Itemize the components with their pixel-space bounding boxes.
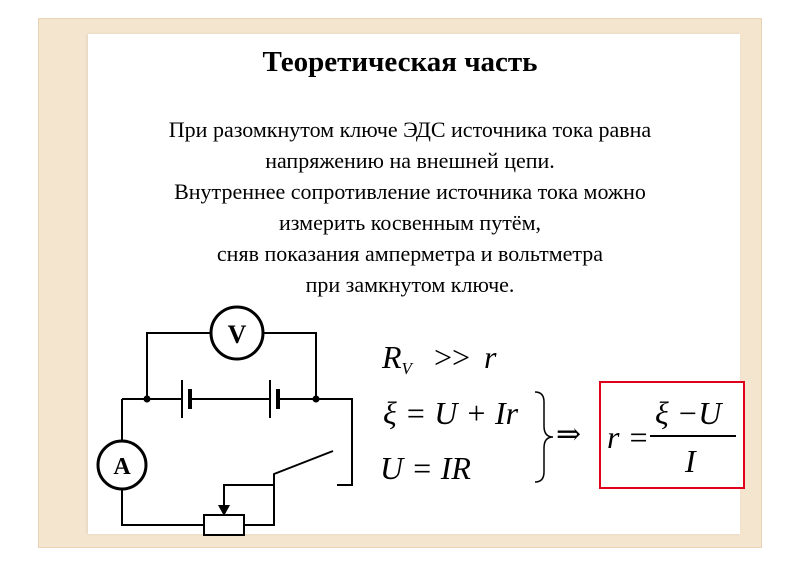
theory-line: сняв показания амперметра и вольтметра	[216, 241, 604, 266]
result-numerator-text: ξ −U	[655, 395, 722, 431]
theory-line: измерить косвенным путём,	[279, 210, 541, 235]
emf-equation: ξ = U + Ir	[383, 397, 518, 429]
voltmeter-circle	[209, 305, 265, 361]
theory-line: при замкнутом ключе.	[305, 272, 515, 297]
left-wire	[121, 399, 204, 526]
emf-symbol: ξ	[383, 395, 397, 431]
system-brace	[534, 391, 554, 483]
condition-operator: >>	[433, 339, 471, 375]
result-lhs: r =	[607, 421, 649, 453]
result-numerator: ξ −U	[655, 397, 721, 429]
rheostat-arrowhead	[218, 505, 230, 516]
junction-dot	[312, 395, 320, 403]
result-lhs-text: r =	[607, 419, 650, 455]
condition-rhs: r	[484, 339, 497, 375]
battery-wire	[122, 398, 353, 486]
theory-line: При разомкнутом ключе ЭДС источника тока…	[168, 117, 652, 142]
condition-lhs: R	[382, 339, 402, 375]
voltage-symbol: U	[380, 450, 404, 486]
theory-line: напряжению на внешней цепи.	[265, 148, 555, 173]
voltage-rhs: = IR	[411, 450, 471, 486]
slide-title: Теоретическая часть	[262, 46, 538, 78]
voltmeter-label: V	[228, 320, 247, 349]
result-formula-box: r = ξ −U I	[599, 381, 745, 489]
fraction-bar	[650, 435, 736, 437]
rheostat-resistor	[203, 514, 245, 536]
theory-text: При разомкнутом ключе ЭДС источника тока…	[90, 114, 730, 300]
result-denominator: I	[685, 445, 696, 477]
emf-rhs: = U + Ir	[404, 395, 519, 431]
result-denominator-text: I	[685, 443, 696, 479]
rheostat-wire	[244, 450, 334, 526]
voltmeter-wire	[146, 332, 317, 399]
condition-subscript: V	[401, 359, 412, 378]
theory-line: Внутреннее сопротивление источника тока …	[174, 179, 646, 204]
junction-dot	[143, 395, 151, 403]
ammeter-label: A	[113, 454, 131, 480]
ammeter-circle	[96, 439, 148, 491]
rheostat-slider-wire	[223, 484, 274, 510]
voltage-equation: U = IR	[380, 452, 471, 484]
implies-arrow: ⇒	[556, 418, 582, 451]
condition-formula: RV >> r	[382, 341, 496, 377]
